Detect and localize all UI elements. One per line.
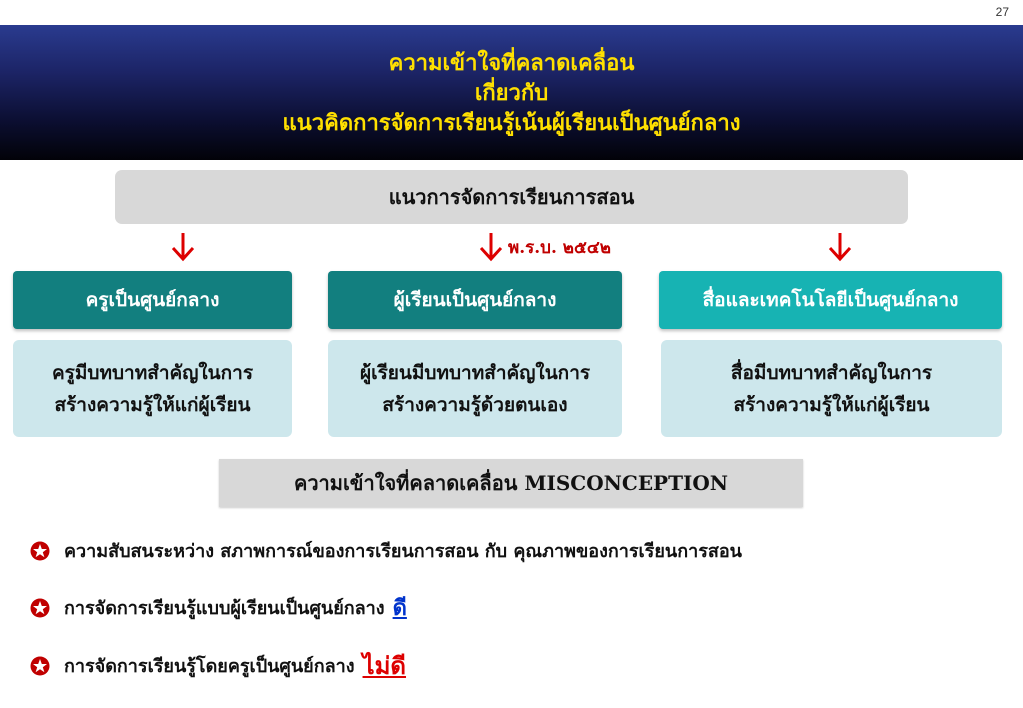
bullet-text: การจัดการเรียนรู้แบบผู้เรียนเป็นศูนย์กลา… bbox=[64, 598, 385, 619]
learner-centered-heading: ผู้เรียนเป็นศูนย์กลาง bbox=[328, 271, 622, 329]
star-circle-icon bbox=[30, 656, 50, 675]
description-line: ผู้เรียนมีบทบาทสำคัญในการ bbox=[359, 361, 591, 384]
star-circle-icon bbox=[30, 598, 50, 617]
title-line-2: เกี่ยวกับ bbox=[474, 79, 549, 106]
title-line-1: ความเข้าใจที่คลาดเคลื่อน bbox=[388, 49, 635, 76]
star-circle-icon bbox=[30, 541, 50, 560]
title-banner: ความเข้าใจที่คลาดเคลื่อน เกี่ยวกับ แนวคิ… bbox=[0, 25, 1023, 160]
bullet-text: ความสับสนระหว่าง สภาพการณ์ของการเรียนการ… bbox=[64, 541, 742, 562]
misconception-box: ความเข้าใจที่คลาดเคลื่อน MISCONCEPTION bbox=[219, 459, 803, 507]
description-line: สร้างความรู้ให้แก่ผู้เรียน bbox=[54, 393, 251, 416]
down-arrow-icon bbox=[479, 233, 503, 262]
bullet-item: การจัดการเรียนรู้โดยครูเป็นศูนย์กลาง ไม่… bbox=[30, 646, 406, 685]
good-emphasis: ดี bbox=[392, 595, 407, 621]
bullet-item: ความสับสนระหว่าง สภาพการณ์ของการเรียนการ… bbox=[30, 536, 742, 565]
down-arrow-icon bbox=[171, 233, 195, 262]
bullet-item: การจัดการเรียนรู้แบบผู้เรียนเป็นศูนย์กลา… bbox=[30, 590, 407, 625]
teacher-centered-description: ครูมีบทบาทสำคัญในการ สร้างความรู้ให้แก่ผ… bbox=[13, 340, 292, 437]
media-centered-description: สื่อมีบทบาทสำคัญในการ สร้างความรู้ให้แก่… bbox=[661, 340, 1002, 437]
down-arrow-icon bbox=[828, 233, 852, 262]
description-line: ครูมีบทบาทสำคัญในการ bbox=[51, 361, 254, 384]
approach-box: แนวการจัดการเรียนการสอน bbox=[115, 170, 908, 224]
description-line: สื่อมีบทบาทสำคัญในการ bbox=[730, 361, 933, 384]
bullet-text: การจัดการเรียนรู้โดยครูเป็นศูนย์กลาง bbox=[64, 656, 355, 677]
media-centered-heading: สื่อและเทคโนโลยีเป็นศูนย์กลาง bbox=[659, 271, 1002, 329]
teacher-centered-heading: ครูเป็นศูนย์กลาง bbox=[13, 271, 292, 329]
page-number: 27 bbox=[995, 5, 1009, 19]
title-line-3: แนวคิดการจัดการเรียนรู้เน้นผู้เรียนเป็นศ… bbox=[282, 109, 741, 136]
bad-emphasis: ไม่ดี bbox=[362, 651, 407, 680]
description-line: สร้างความรู้ให้แก่ผู้เรียน bbox=[733, 393, 930, 416]
learner-centered-description: ผู้เรียนมีบทบาทสำคัญในการ สร้างความรู้ด้… bbox=[328, 340, 622, 437]
act-label: พ.ร.บ. ๒๕๔๒ bbox=[508, 238, 611, 258]
description-line: สร้างความรู้ด้วยตนเอง bbox=[382, 393, 568, 416]
